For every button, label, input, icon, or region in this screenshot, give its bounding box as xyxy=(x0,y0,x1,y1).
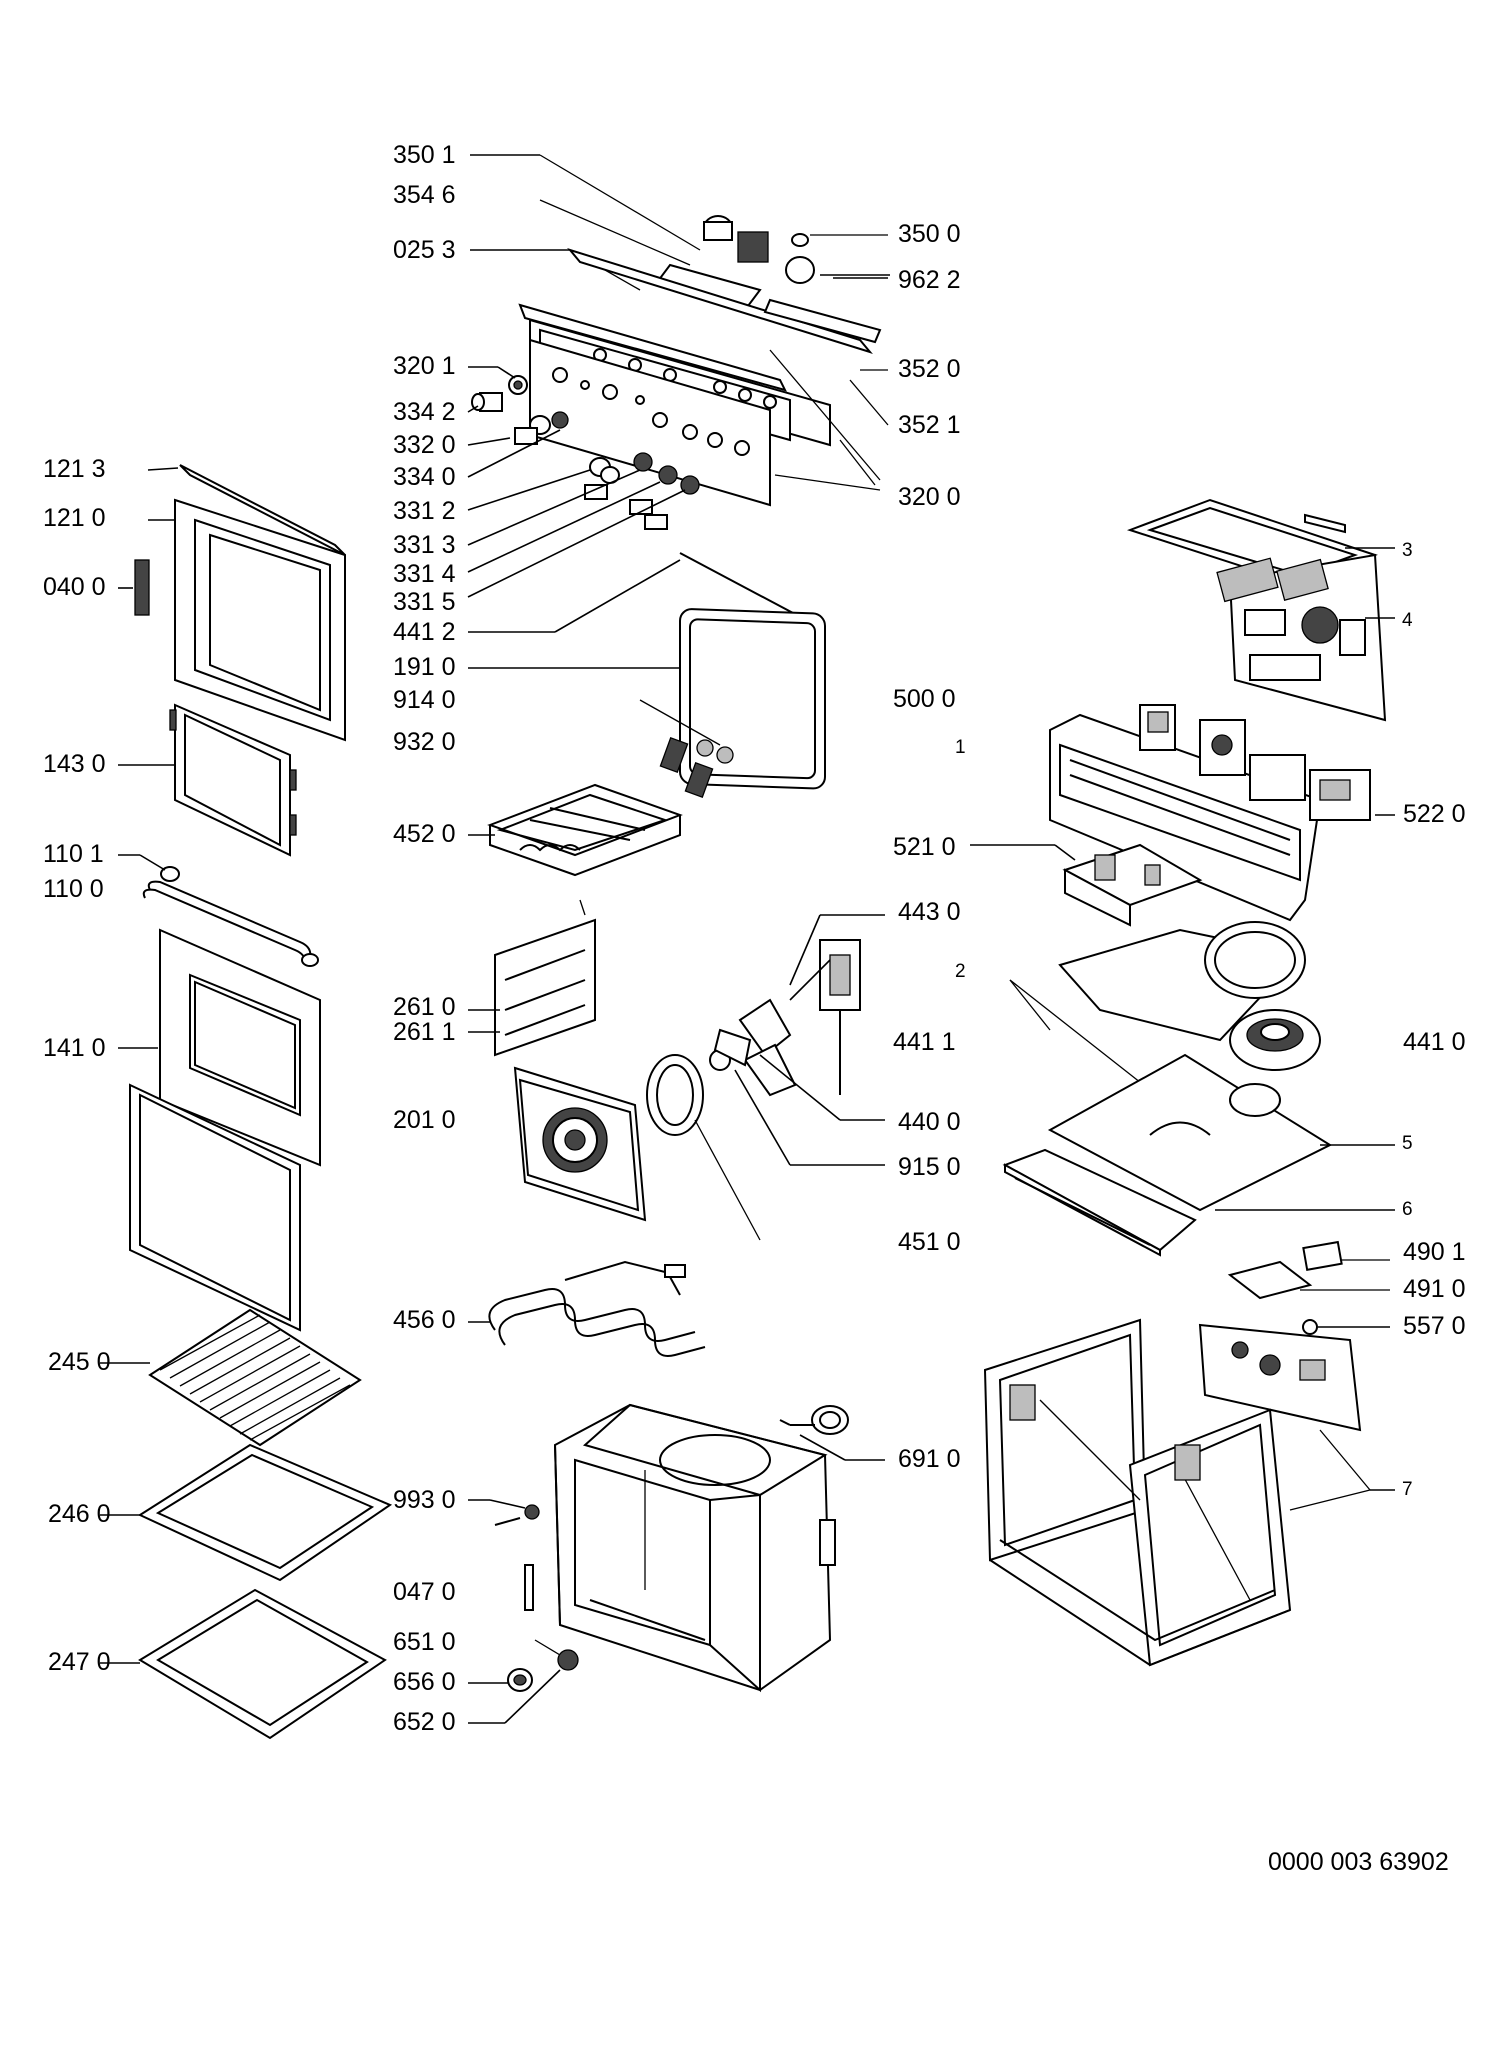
index-1: 1 xyxy=(955,737,966,758)
label-247-0: 247 0 xyxy=(48,1648,111,1676)
index-6: 6 xyxy=(1402,1199,1413,1220)
drip-pan xyxy=(100,1588,387,1740)
label-350-1: 350 1 xyxy=(393,141,456,169)
label-656-0: 656 0 xyxy=(393,1668,456,1696)
label-443-0: 443 0 xyxy=(898,898,961,926)
label-451-0: 451 0 xyxy=(898,1228,961,1256)
lower-heating-element xyxy=(468,1260,706,1357)
label-332-0: 332 0 xyxy=(393,431,456,459)
label-025-3: 025 3 xyxy=(393,236,456,264)
label-962-2: 962 2 xyxy=(898,266,961,294)
label-452-0: 452 0 xyxy=(393,820,456,848)
label-191-0: 191 0 xyxy=(393,653,456,681)
rear-fan-cover xyxy=(513,1066,647,1222)
label-121-0: 121 0 xyxy=(43,504,106,532)
label-047-0: 047 0 xyxy=(393,1578,456,1606)
label-261-1: 261 1 xyxy=(393,1018,456,1046)
label-350-0: 350 0 xyxy=(898,220,961,248)
label-331-5: 331 5 xyxy=(393,588,456,616)
label-651-0: 651 0 xyxy=(393,1628,456,1656)
label-331-3: 331 3 xyxy=(393,531,456,559)
label-914-0: 914 0 xyxy=(393,686,456,714)
label-441-0: 441 0 xyxy=(1403,1028,1466,1056)
label-652-0: 652 0 xyxy=(393,1708,456,1736)
cooling-fan-assembly xyxy=(1009,921,1321,1091)
oven-cavity xyxy=(553,1403,836,1693)
label-915-0: 915 0 xyxy=(898,1153,961,1181)
label-334-2: 334 2 xyxy=(393,398,456,426)
wire-shelf xyxy=(100,1308,362,1447)
fan-element-assembly xyxy=(646,914,885,1241)
label-521-0: 521 0 xyxy=(893,833,956,861)
thermostat-and-fixings xyxy=(468,1499,579,1724)
label-456-0: 456 0 xyxy=(393,1306,456,1334)
index-7: 7 xyxy=(1402,1479,1413,1500)
label-354-6: 354 6 xyxy=(393,181,456,209)
oven-lamp xyxy=(779,1405,885,1461)
label-441-1: 441 1 xyxy=(893,1028,956,1056)
index-5: 5 xyxy=(1402,1133,1413,1154)
control-electronics-bar xyxy=(1049,704,1395,922)
label-246-0: 246 0 xyxy=(48,1500,111,1528)
outer-carcass xyxy=(983,1318,1395,1667)
baking-tray xyxy=(100,1443,393,1582)
label-522-0: 522 0 xyxy=(1403,800,1466,828)
label-932-0: 932 0 xyxy=(393,728,456,756)
label-110-1: 110 1 xyxy=(43,840,104,868)
heat-shield-strip xyxy=(1002,1148,1395,1257)
terminal-back-panel xyxy=(1198,1240,1390,1432)
label-491-0: 491 0 xyxy=(1403,1275,1466,1303)
label-143-0: 143 0 xyxy=(43,750,106,778)
oven-door xyxy=(118,854,321,1332)
module-bracket xyxy=(970,843,1203,927)
label-334-0: 334 0 xyxy=(393,463,456,491)
label-320-0: 320 0 xyxy=(898,483,961,511)
label-331-2: 331 2 xyxy=(393,497,456,525)
label-121-3: 121 3 xyxy=(43,455,106,483)
label-110-0: 110 0 xyxy=(43,875,104,903)
cooling-duct-plate xyxy=(1047,1053,1395,1212)
control-panel-assembly xyxy=(467,154,890,598)
document-reference-number: 0000 003 63902 xyxy=(1268,1848,1449,1876)
label-441-2: 441 2 xyxy=(393,618,456,646)
label-691-0: 691 0 xyxy=(898,1445,961,1473)
label-352-0: 352 0 xyxy=(898,355,961,383)
index-2: 2 xyxy=(955,961,966,982)
fastener-assembly xyxy=(639,699,734,799)
label-557-0: 557 0 xyxy=(1403,1312,1466,1340)
label-440-0: 440 0 xyxy=(898,1108,961,1136)
door-seal-assembly xyxy=(468,552,826,790)
label-331-4: 331 4 xyxy=(393,560,456,588)
inner-glass-panel xyxy=(118,703,297,857)
index-4: 4 xyxy=(1402,610,1413,631)
label-261-0: 261 0 xyxy=(393,993,456,1021)
label-201-0: 201 0 xyxy=(393,1106,456,1134)
door-inner-frame xyxy=(118,464,346,742)
label-490-1: 490 1 xyxy=(1403,1238,1466,1266)
label-993-0: 993 0 xyxy=(393,1486,456,1514)
label-245-0: 245 0 xyxy=(48,1348,111,1376)
label-040-0: 040 0 xyxy=(43,573,106,601)
label-352-1: 352 1 xyxy=(898,411,961,439)
label-141-0: 141 0 xyxy=(43,1034,106,1062)
shelf-support-rack xyxy=(468,899,596,1057)
label-500-0: 500 0 xyxy=(893,685,956,713)
label-320-1: 320 1 xyxy=(393,352,456,380)
index-3: 3 xyxy=(1402,540,1413,561)
cover-plate xyxy=(468,783,683,877)
control-module-tray xyxy=(1126,498,1395,722)
